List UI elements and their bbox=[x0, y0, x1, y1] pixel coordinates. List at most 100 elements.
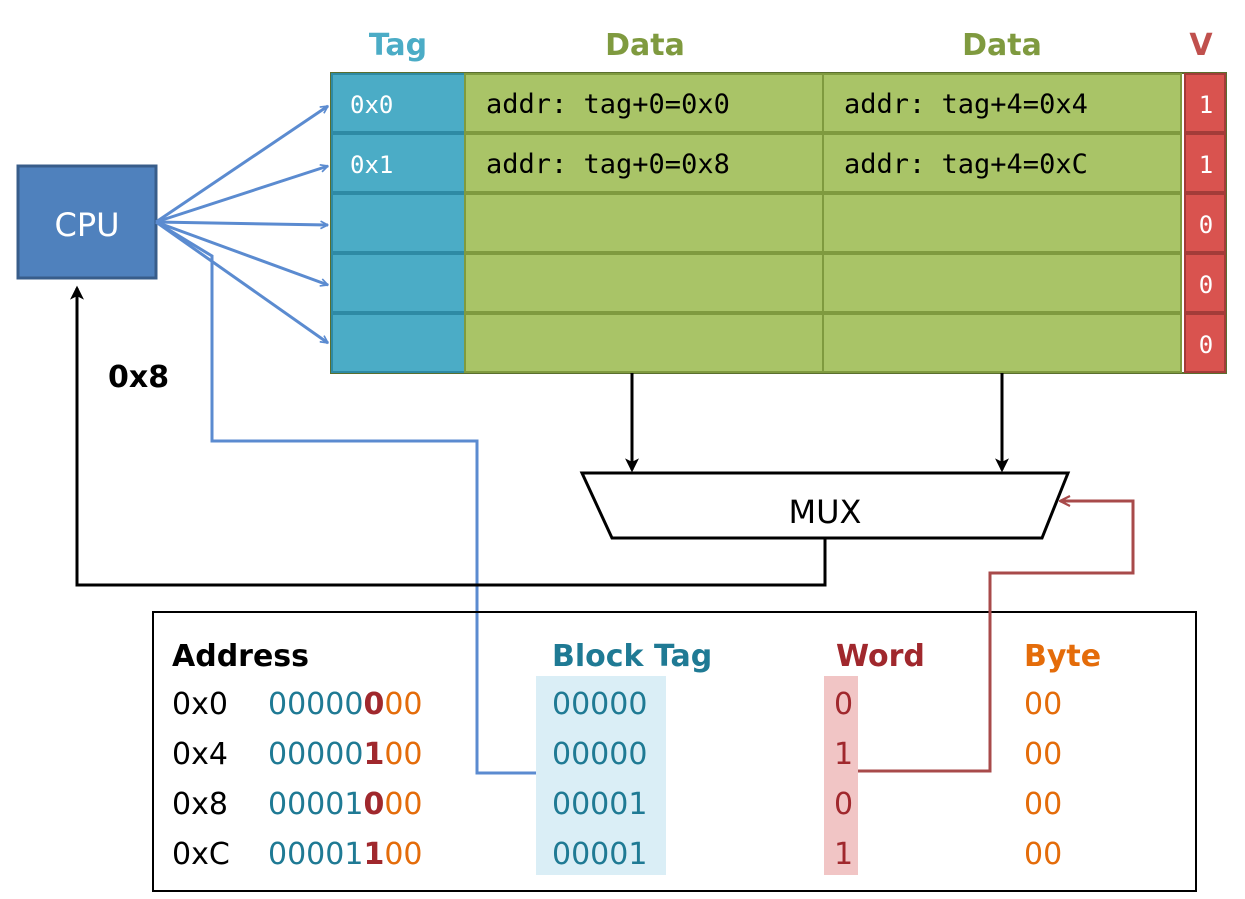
address-bits: 00000000 bbox=[268, 687, 423, 722]
cache-tag-cell bbox=[331, 73, 466, 133]
word-highlight bbox=[824, 676, 858, 875]
bits-word: 1 bbox=[363, 837, 384, 872]
cache-data-cell bbox=[822, 133, 1182, 193]
address-bits: 00000100 bbox=[268, 737, 423, 772]
cache-tag-value: 0x1 bbox=[350, 151, 393, 179]
block-tag-value: 00000 bbox=[552, 687, 647, 722]
cache-row: 0 bbox=[331, 253, 1226, 313]
cache-data-cell bbox=[464, 193, 824, 253]
address-row: 0xC 00001100 00001 1 00 bbox=[172, 837, 1062, 872]
header-word: Word bbox=[836, 639, 925, 674]
cpu-block: CPU bbox=[16, 164, 158, 280]
address-bits: 00001000 bbox=[268, 787, 423, 822]
mux-label: MUX bbox=[789, 493, 862, 531]
cache-valid-bit: 1 bbox=[1199, 91, 1213, 119]
cpu-to-cache-arrows bbox=[155, 104, 538, 775]
tag-compare-line bbox=[155, 220, 538, 775]
cache-valid-bit: 1 bbox=[1199, 151, 1213, 179]
bits-tag: 00000 bbox=[268, 687, 363, 722]
bits-word: 0 bbox=[363, 687, 384, 722]
cache-row: 0x0 addr: tag+0=0x0 addr: tag+4=0x4 1 bbox=[331, 73, 1226, 133]
cache-data-cell bbox=[822, 193, 1182, 253]
bits-tag: 00001 bbox=[268, 837, 363, 872]
mux-output-line bbox=[70, 285, 827, 587]
bits-byte: 00 bbox=[384, 787, 422, 822]
bits-tag: 00000 bbox=[268, 737, 363, 772]
cpu-row-arrow bbox=[155, 166, 328, 224]
block-tag-value: 00001 bbox=[552, 837, 647, 872]
address-value: 0x0 bbox=[172, 687, 228, 722]
cache-valid-cell bbox=[1184, 313, 1226, 373]
mux-block: MUX bbox=[579, 471, 1071, 540]
cache-tag-cell bbox=[331, 193, 466, 253]
word-value: 0 bbox=[834, 687, 853, 722]
cache-data-cell bbox=[822, 73, 1182, 133]
cpu-row-arrow bbox=[155, 220, 328, 285]
cache-row: 0 bbox=[331, 313, 1226, 373]
bits-word: 0 bbox=[363, 787, 384, 822]
cache-tag-cell bbox=[331, 313, 466, 373]
cache-data-cell bbox=[464, 313, 824, 373]
byte-value: 00 bbox=[1024, 787, 1062, 822]
cache-valid-cell bbox=[1184, 253, 1226, 313]
cpu-label: CPU bbox=[54, 206, 119, 244]
word-value: 1 bbox=[834, 837, 853, 872]
cache-data-value: addr: tag+0=0x8 bbox=[486, 149, 730, 180]
address-value: 0xC bbox=[172, 837, 230, 872]
cache-row: 0x1 addr: tag+0=0x8 addr: tag+4=0xC 1 bbox=[331, 133, 1226, 193]
bits-byte: 00 bbox=[384, 837, 422, 872]
word-value: 1 bbox=[834, 737, 853, 772]
bits-tag: 00001 bbox=[268, 787, 363, 822]
byte-value: 00 bbox=[1024, 837, 1062, 872]
cache-data-cell bbox=[464, 73, 824, 133]
cache-header-data-2: Data bbox=[962, 28, 1042, 63]
cache-data-cell bbox=[822, 313, 1182, 373]
address-row: 0x0 00000000 00000 0 00 bbox=[172, 687, 1062, 722]
cache-header-tag: Tag bbox=[369, 28, 427, 63]
address-value: 0x4 bbox=[172, 737, 228, 772]
cache-valid-cell bbox=[1184, 193, 1226, 253]
cache-data-cell bbox=[464, 253, 824, 313]
bits-byte: 00 bbox=[384, 737, 422, 772]
address-value: 0x8 bbox=[172, 787, 228, 822]
cpu-row-arrow bbox=[155, 104, 328, 224]
cache-valid-cell bbox=[1184, 73, 1226, 133]
block-tag-value: 00000 bbox=[552, 737, 647, 772]
cache-data-cell bbox=[822, 253, 1182, 313]
byte-value: 00 bbox=[1024, 687, 1062, 722]
cache-data-value: addr: tag+4=0x4 bbox=[844, 89, 1088, 120]
block-tag-highlight bbox=[536, 676, 666, 875]
cache-valid-bit: 0 bbox=[1199, 271, 1213, 299]
block-tag-value: 00001 bbox=[552, 787, 647, 822]
cache-data-value: addr: tag+4=0xC bbox=[844, 149, 1088, 180]
cache-data-value: addr: tag+0=0x0 bbox=[486, 89, 730, 120]
header-byte: Byte bbox=[1024, 639, 1101, 674]
address-bits: 00001100 bbox=[268, 837, 423, 872]
cache-valid-bit: 0 bbox=[1199, 331, 1213, 359]
cache-header-valid: V bbox=[1189, 28, 1213, 63]
header-address: Address bbox=[172, 639, 309, 674]
cache-data-cell bbox=[464, 133, 824, 193]
return-value: 0x8 bbox=[108, 360, 169, 395]
byte-value: 00 bbox=[1024, 737, 1062, 772]
address-row: 0x8 00001000 00001 0 00 bbox=[172, 787, 1062, 822]
cache-valid-bit: 0 bbox=[1199, 211, 1213, 239]
bits-word: 1 bbox=[363, 737, 384, 772]
address-row: 0x4 00000100 00000 1 00 bbox=[172, 737, 1062, 772]
bits-byte: 00 bbox=[384, 687, 422, 722]
word-value: 0 bbox=[834, 787, 853, 822]
cache-tag-cell bbox=[331, 253, 466, 313]
cache-tag-value: 0x0 bbox=[350, 91, 393, 119]
address-breakdown-box bbox=[152, 611, 1197, 892]
cache-row: 0 bbox=[331, 193, 1226, 253]
word-select-line bbox=[858, 501, 1135, 773]
cpu-row-arrow bbox=[155, 222, 328, 225]
data-to-mux-arrows bbox=[625, 373, 1009, 473]
cache-tag-cell bbox=[331, 133, 466, 193]
cache-header-data-1: Data bbox=[605, 28, 685, 63]
header-block-tag: Block Tag bbox=[552, 639, 712, 674]
cpu-row-arrow bbox=[155, 220, 328, 345]
cache-table: 0x0 addr: tag+0=0x0 addr: tag+4=0x4 1 0x… bbox=[330, 72, 1227, 374]
cache-valid-cell bbox=[1184, 133, 1226, 193]
